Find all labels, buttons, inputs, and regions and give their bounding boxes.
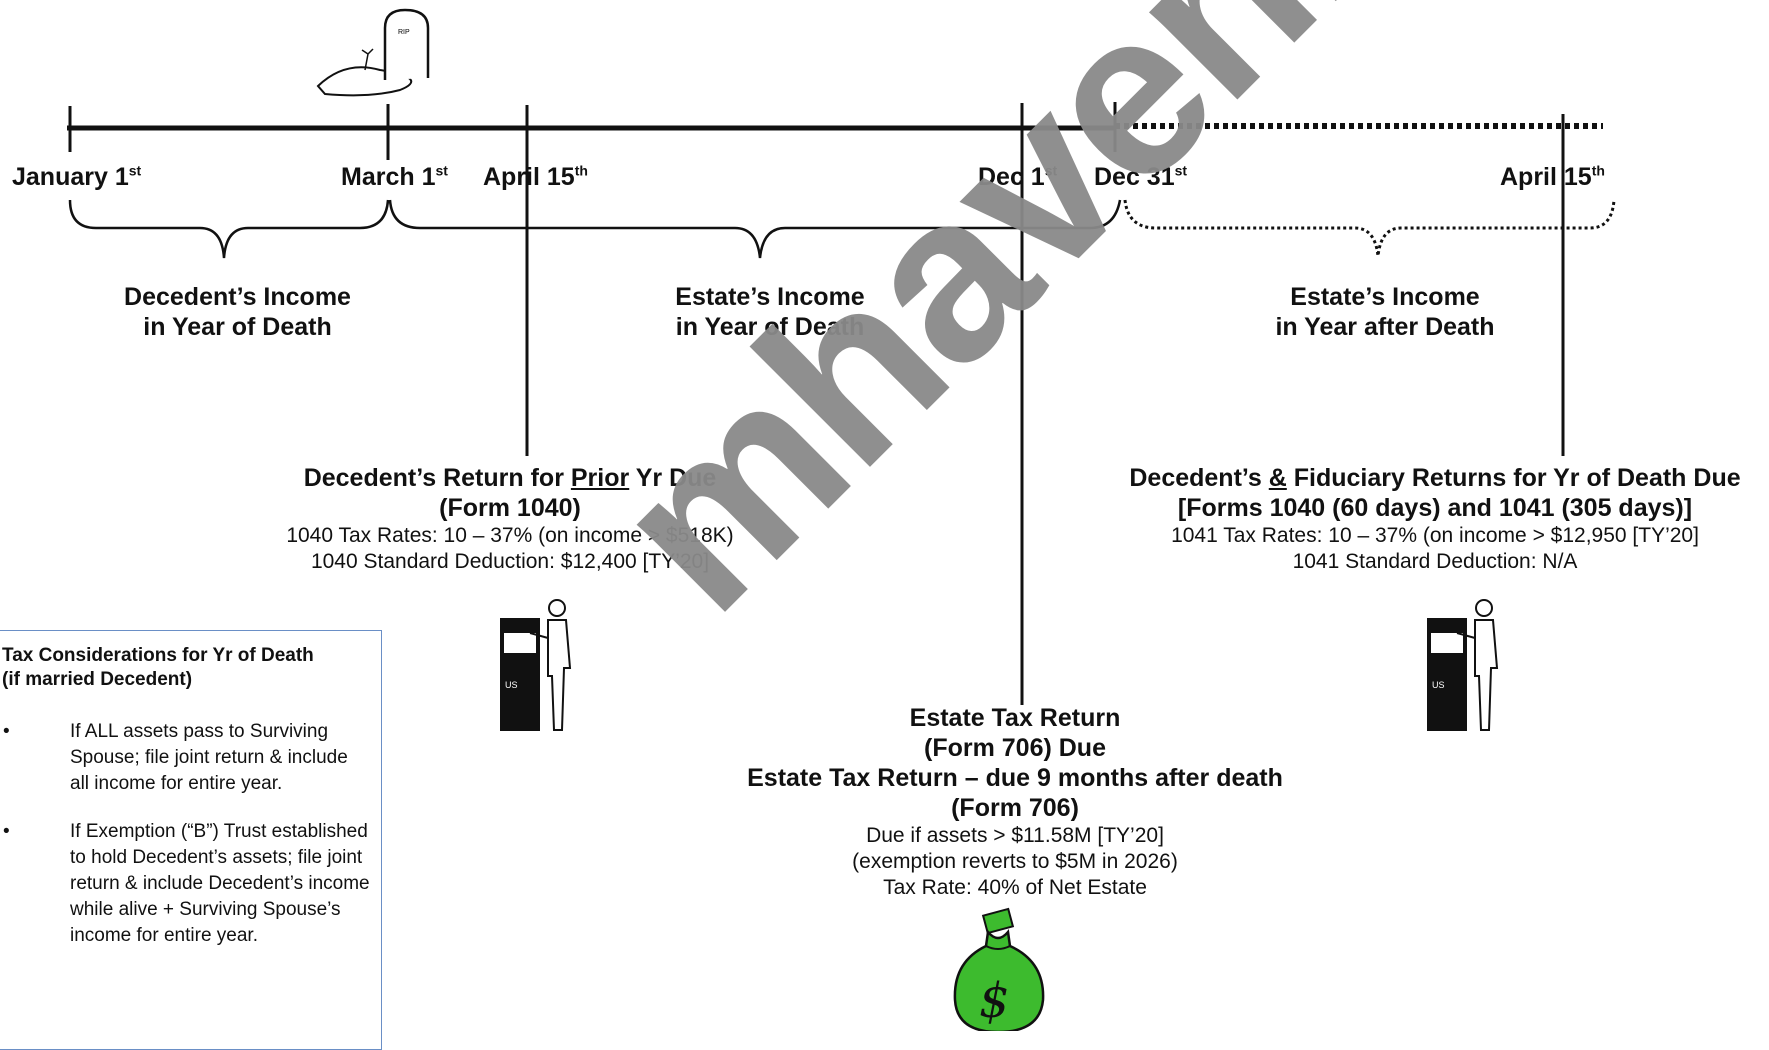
label-april-15: April 15th [483,163,588,192]
svg-text:RIP: RIP [398,29,410,36]
tombstone-icon: RIP [318,10,428,95]
death-return-title: Decedent’s & Fiduciary Returns for Yr of… [1110,463,1760,493]
estate-return-line4: (Form 706) [735,793,1295,823]
estate-return-line2: (Form 706) Due [735,733,1295,763]
brace-decedent-income [70,200,388,258]
label-march-1: March 1st [341,163,448,192]
estate-return-line3: Estate Tax Return – due 9 months after d… [735,763,1295,793]
svg-text:$: $ [979,973,1010,1029]
sidebar-title: Tax Considerations for Yr of Death (if m… [2,644,314,692]
sidebar-bullet: If Exemption (“B”) Trust established to … [0,819,370,949]
sidebar-bullet-list: If ALL assets pass to Surviving Spouse; … [0,719,370,971]
money-bag-icon: $ [955,909,1043,1031]
svg-text:US: US [505,680,518,690]
estate-return-exemption: (exemption reverts to $5M in 2026) [735,849,1295,875]
svg-text:US: US [1432,680,1445,690]
mailbox-icon-right: US [1427,600,1497,731]
estate-return-line1: Estate Tax Return [735,703,1295,733]
label-january-1: January 1st [12,163,141,192]
death-return-forms: [Forms 1040 (60 days) and 1041 (305 days… [1110,493,1760,523]
period-line1: Decedent’s Income [100,282,375,312]
estate-return-due: Due if assets > $11.58M [TY’20] [735,823,1295,849]
period-line2: in Year of Death [100,312,375,342]
death-year-returns-block: Decedent’s & Fiduciary Returns for Yr of… [1110,463,1760,575]
period-estate-income-next: Estate’s Income in Year after Death [1250,282,1520,342]
mailbox-icon-left: US [500,600,570,731]
death-return-rates: 1041 Tax Rates: 10 – 37% (on income > $1… [1110,523,1760,549]
period-line1: Estate’s Income [1250,282,1520,312]
death-return-deduction: 1041 Standard Deduction: N/A [1110,549,1760,575]
period-decedent-income: Decedent’s Income in Year of Death [100,282,375,342]
sidebar-bullet: If ALL assets pass to Surviving Spouse; … [0,719,370,797]
tax-considerations-box: Tax Considerations for Yr of Death (if m… [0,630,382,1050]
period-line2: in Year after Death [1250,312,1520,342]
estate-return-rate: Tax Rate: 40% of Net Estate [735,875,1295,901]
estate-tax-return-block: Estate Tax Return (Form 706) Due Estate … [735,703,1295,901]
label-april-15-next: April 15th [1500,163,1605,192]
